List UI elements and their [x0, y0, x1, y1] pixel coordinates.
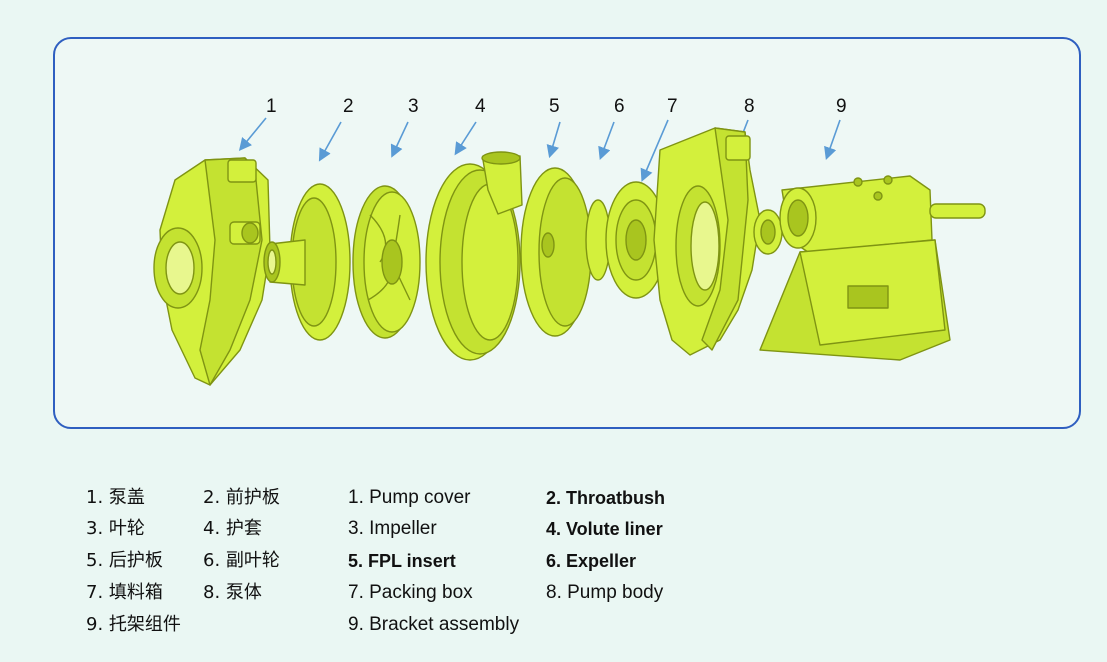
part-throatbush [263, 183, 351, 341]
callout-6: 6 [614, 96, 625, 117]
legend-en-9: 9. Bracket assembly [348, 614, 520, 635]
callout-5: 5 [549, 96, 560, 117]
legend-en-5: 5. FPL insert [348, 551, 456, 571]
callout-2: 2 [343, 96, 354, 117]
legend-cn-9: 9. 托架组件 [86, 614, 181, 635]
arrow-6 [598, 121, 615, 160]
arrow-3 [390, 121, 409, 158]
part-pump-cover [153, 157, 271, 386]
arrow-4 [454, 121, 477, 156]
callout-8: 8 [744, 96, 755, 117]
legend-en-3: 3. Impeller [348, 518, 437, 539]
callout-4: 4 [475, 96, 486, 117]
callout-3: 3 [408, 96, 419, 117]
legend-cn-1: 1. 泵盖 [86, 487, 145, 508]
legend-cn-6: 6. 副叶轮 [203, 550, 280, 571]
legend-en-2: 2. Throatbush [546, 488, 666, 508]
legend-cn-2: 2. 前护板 [203, 487, 280, 508]
callout-7: 7 [667, 96, 678, 117]
arrow-2 [318, 121, 342, 162]
legend-cn-4: 4. 护套 [203, 518, 262, 539]
legend-en-7: 7. Packing box [348, 582, 473, 603]
legend-en-4: 4. Volute liner [546, 519, 663, 539]
part-packing-box [753, 209, 783, 255]
arrow-9 [824, 119, 841, 161]
exploded-pump-diagram: 1 2 3 4 5 6 7 8 9 [153, 96, 986, 386]
part-fpl-insert [520, 167, 592, 337]
part-bracket-assembly [759, 175, 986, 361]
legend-cn-3: 3. 叶轮 [86, 518, 145, 539]
legend-en-1: 1. Pump cover [348, 487, 471, 508]
callout-9: 9 [836, 96, 847, 117]
arrow-5 [546, 121, 561, 159]
legend-cn-5: 5. 后护板 [86, 550, 163, 571]
legend-cn-7: 7. 填料箱 [86, 582, 163, 603]
part-pump-body [653, 127, 761, 356]
arrow-1 [238, 117, 267, 151]
part-volute-liner [425, 151, 523, 361]
legend-en-6: 6. Expeller [546, 551, 637, 571]
legend-cn-8: 8. 泵体 [203, 582, 262, 603]
callout-1: 1 [266, 96, 277, 117]
arrow-7 [640, 119, 669, 182]
part-impeller [352, 185, 421, 339]
legend-en-8: 8. Pump body [546, 582, 664, 603]
